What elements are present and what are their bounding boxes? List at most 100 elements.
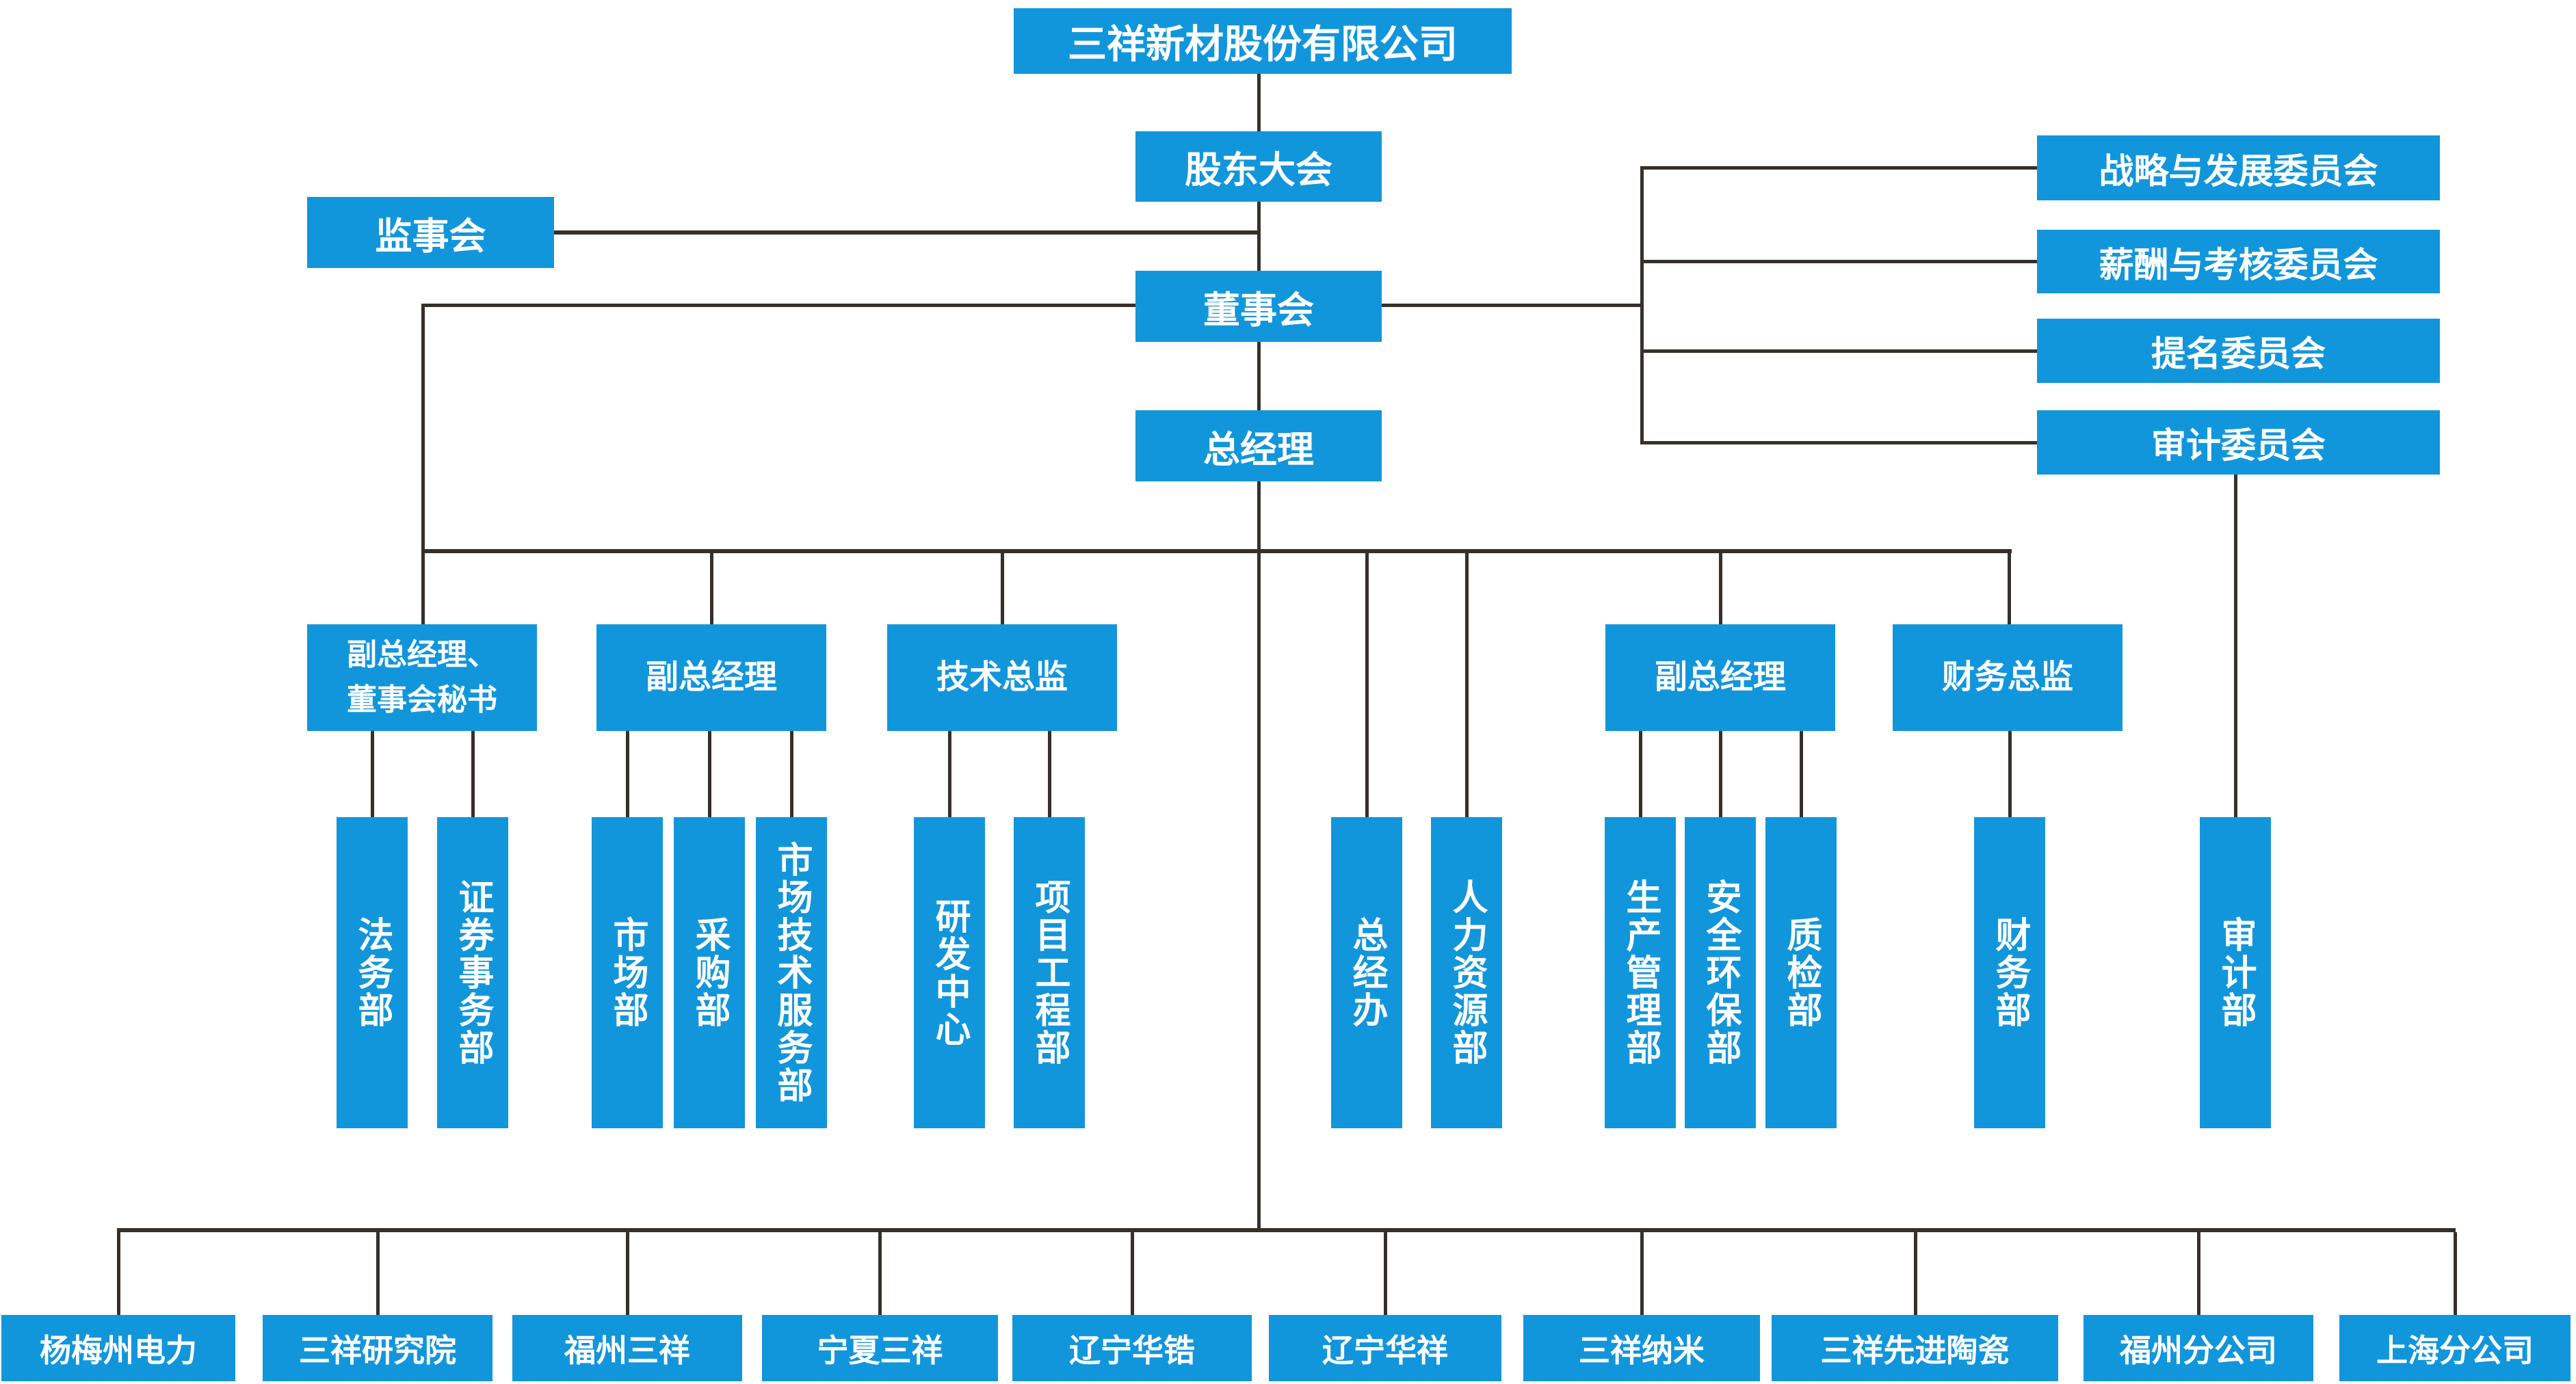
node-label: 审计委员会 [2151,426,2326,466]
node-strategy-committee: 战略与发展委员会 [2037,135,2440,200]
node-label: 法务部 [352,916,393,1029]
node-audit-committee: 审计委员会 [2037,410,2440,475]
node-general-manager: 总经理 [1135,410,1382,481]
node-quality-inspection-dept: 质检部 [1765,817,1837,1128]
connector-spine-shareholders-board [1257,202,1261,271]
node-label: 上海分公司 [2376,1331,2534,1369]
node-label: 证券事务部 [452,879,493,1067]
node-label: 项目工程部 [1029,879,1070,1067]
node-board-of-directors: 董事会 [1135,271,1382,342]
node-label: 市场技术服务部 [771,841,812,1104]
connector-drop-deputy-gm-left [710,551,713,624]
connector-sub-drop-fuzhou-branch [2197,1232,2200,1315]
node-label: 福州三祥 [564,1331,690,1369]
connector-sub-drop-fuzhou [626,1232,629,1315]
node-label: 杨梅州电力 [40,1331,197,1369]
connector-deputy-right-to-production [1639,731,1642,817]
connector-committee-nomination-branch [1640,349,2037,353]
node-label: 薪酬与考核委员会 [2099,245,2378,286]
connector-committee-compensation-branch [1640,260,2037,263]
connector-sub-drop-yangmeizhou [117,1232,120,1315]
node-label: 采购部 [689,916,730,1029]
node-fuzhou-branch: 福州分公司 [2084,1315,2313,1381]
connector-deputy-right-to-safety [1719,731,1722,817]
connector-deputy-left-to-marketing [626,731,629,817]
node-supervisory-board: 监事会 [307,197,554,268]
connector-finance-director-to-finance [2008,731,2012,817]
node-label: 生产管理部 [1620,879,1661,1067]
connector-spine-gm-bottom-trunk [1257,481,1261,1232]
node-compensation-committee: 薪酬与考核委员会 [2037,230,2440,293]
connector-deputy-right-to-quality [1800,731,1803,817]
node-label: 安全环保部 [1700,879,1741,1067]
connector-sub-drop-ningxia [878,1232,882,1315]
connector-committee-audit-branch [1640,441,2037,444]
node-label: 董事会 [1203,288,1314,332]
connector-drop-finance-director [2008,551,2011,624]
node-company-root: 三祥新材股份有限公司 [1014,8,1512,74]
connector-committee-spine [1640,166,1644,444]
connector-board-left-horizontal [421,304,1135,307]
node-production-mgmt-dept: 生产管理部 [1605,817,1676,1128]
node-label: 研发中心 [929,897,970,1048]
node-hr-dept: 人力资源部 [1431,817,1502,1128]
connector-tech-to-rnd [948,731,951,817]
node-sanxiang-advanced-ceramics: 三祥先进陶瓷 [1772,1315,2058,1381]
connector-board-left-vertical [421,304,425,624]
node-rnd-center: 研发中心 [914,817,985,1128]
node-technical-director: 技术总监 [887,624,1117,731]
node-label: 宁夏三祥 [817,1331,943,1369]
node-label: 财务总监 [1941,658,2073,697]
connector-spine-root-shareholders [1257,74,1261,131]
node-label: 辽宁华锆 [1069,1331,1195,1369]
node-finance-director: 财务总监 [1893,624,2122,731]
node-project-engineering-dept: 项目工程部 [1014,817,1085,1128]
node-label: 监事会 [375,214,486,258]
node-label: 市场部 [607,916,648,1029]
node-deputy-gm-board-secretary: 副总经理、 董事会秘书 [307,624,537,731]
node-label: 总经理 [1203,427,1314,471]
connector-secretary-to-legal [371,731,374,817]
node-label: 提名委员会 [2151,334,2326,375]
connector-tech-to-project [1048,731,1051,817]
node-label: 三祥纳米 [1579,1331,1705,1369]
node-label: 三祥先进陶瓷 [1820,1331,2010,1369]
connector-drop-deputy-gm-right [1719,551,1722,624]
node-fuzhou-sanxiang: 福州三祥 [512,1315,742,1381]
node-finance-dept: 财务部 [1974,817,2045,1128]
connector-subsidiaries-trunk [117,1228,2456,1232]
connector-spine-board-gm [1257,342,1261,410]
node-deputy-gm-left: 副总经理 [596,624,826,731]
node-legal-dept: 法务部 [337,817,408,1128]
connector-sub-drop-huagao [1131,1232,1134,1315]
node-label: 三祥研究院 [299,1331,456,1369]
connector-sub-drop-research [376,1232,380,1315]
node-label: 福州分公司 [2120,1331,2277,1369]
node-label: 人力资源部 [1446,879,1487,1067]
node-label: 审计部 [2215,916,2256,1029]
node-purchasing-dept: 采购部 [674,817,745,1128]
node-label: 辽宁华祥 [1322,1331,1448,1369]
connector-sub-drop-shanghai-branch [2454,1232,2457,1315]
node-gm-office: 总经办 [1331,817,1402,1128]
node-label: 股东大会 [1185,148,1332,191]
connector-supervisors-link [554,230,1257,235]
node-label: 战略与发展委员会 [2099,151,2378,192]
node-label: 副总经理 [645,658,777,697]
node-label: 副总经理、 董事会秘书 [347,637,497,717]
connector-board-right-horizontal [1382,304,1642,307]
node-shareholders-meeting: 股东大会 [1135,131,1382,202]
connector-sub-drop-huaxiang [1384,1232,1387,1315]
connector-secretary-to-securities [471,731,475,817]
node-yangmeizhou-power: 杨梅州电力 [1,1315,235,1381]
node-label: 技术总监 [936,658,1068,697]
connector-committee-strategy-branch [1640,166,2037,170]
connector-drop-gm-office [1365,551,1369,817]
node-market-tech-service-dept: 市场技术服务部 [756,817,827,1128]
node-label: 三祥新材股份有限公司 [1068,22,1458,67]
connector-drop-hr [1465,551,1469,817]
node-ningxia-sanxiang: 宁夏三祥 [762,1315,998,1381]
node-label: 副总经理 [1654,658,1786,697]
node-safety-env-dept: 安全环保部 [1685,817,1756,1128]
connector-audit-committee-to-audit-dept [2234,475,2237,817]
